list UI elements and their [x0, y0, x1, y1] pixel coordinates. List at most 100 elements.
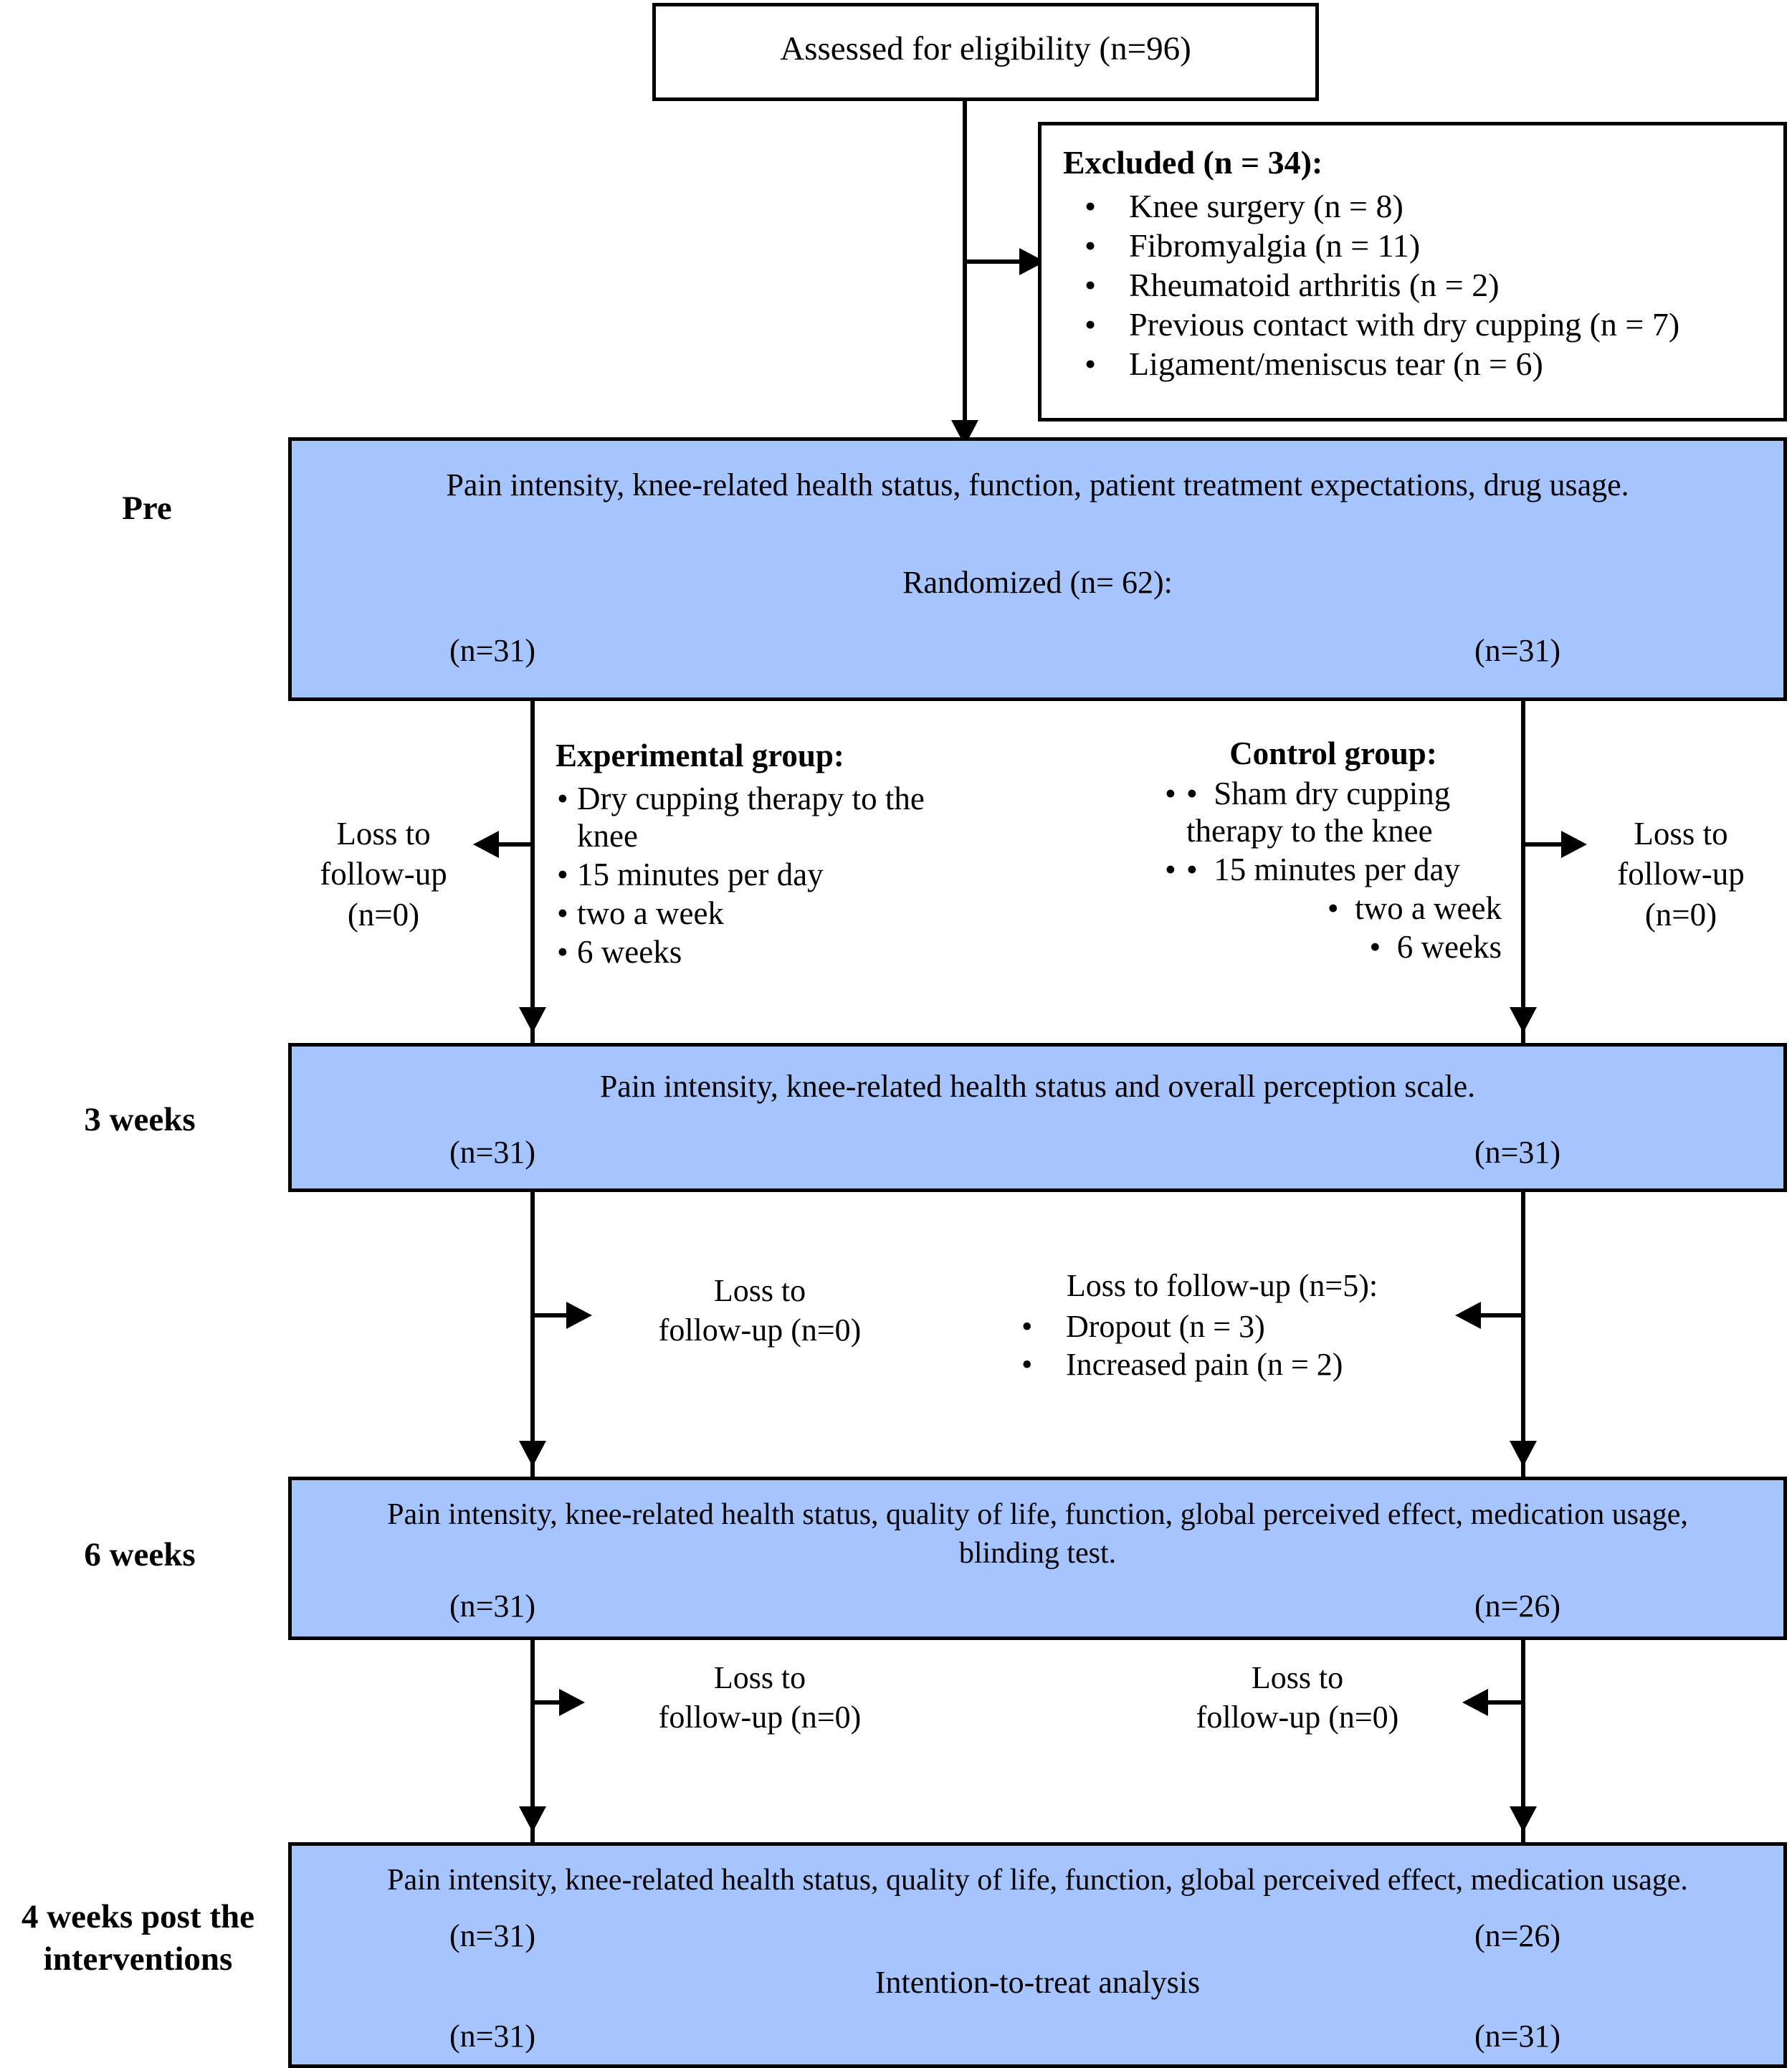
loss-label-line2: follow-up (n=0) — [658, 1700, 862, 1735]
loss-label-line3: (n=0) — [1644, 896, 1717, 933]
loss-label-line1: Loss to — [713, 1273, 806, 1308]
list-item-label: Sham dry cupping therapy to the knee — [1186, 776, 1451, 849]
stage-label-three-weeks: 3 weeks — [84, 1101, 196, 1138]
loss-left-connector-line — [480, 842, 535, 847]
eligibility-text: Assessed for eligibility (n=96) — [780, 30, 1191, 67]
three-weeks-box: Pain intensity, knee-related health stat… — [288, 1043, 1787, 1192]
list-item: Knee surgery (n = 8) — [1063, 187, 1679, 225]
six-to-final-right-line — [1521, 1640, 1525, 1844]
experimental-group-title: Experimental group: — [556, 738, 844, 773]
control-arm-arrowhead — [1510, 1007, 1537, 1033]
experimental-arm-arrowhead — [519, 1007, 546, 1033]
list-item: Previous contact with dry cupping (n = 7… — [1063, 305, 1679, 343]
loss-label-line1: Loss to — [336, 816, 431, 852]
final-measures: Pain intensity, knee-related health stat… — [387, 1864, 1688, 1897]
control-arm-line — [1521, 701, 1525, 1045]
loss-label-line1: Loss to — [1251, 1660, 1344, 1695]
final-right-n-bottom: (n=31) — [1474, 2019, 1561, 2054]
list-item: Fibromyalgia (n = 11) — [1063, 227, 1679, 265]
loss-right-six-weeks-line — [1484, 1700, 1521, 1705]
loss-left-six-weeks-arrowhead — [559, 1689, 585, 1716]
loss-right-arrowhead — [1561, 831, 1587, 858]
loss-label-line2: follow-up (n=0) — [1196, 1700, 1399, 1735]
three-to-six-left-line — [530, 1192, 535, 1479]
list-item: two a week — [1165, 890, 1502, 927]
three-weeks-left-n: (n=31) — [449, 1135, 536, 1170]
eligibility-to-randomization-line — [963, 101, 967, 497]
list-item: • 15 minutes per day — [1165, 851, 1502, 888]
list-item: two a week — [556, 895, 957, 932]
loss-right-six-weeks-arrowhead — [1462, 1689, 1488, 1716]
control-group-block: Control group: • Sham dry cupping therap… — [1165, 735, 1502, 967]
loss-to-followup-left-three-weeks: Loss to follow-up (n=0) — [602, 1271, 918, 1350]
loss-label-line1: Loss to — [713, 1660, 806, 1695]
loss-to-followup-right-randomization: Loss to follow-up (n=0) — [1588, 814, 1774, 935]
six-to-final-right-arrowhead — [1510, 1806, 1537, 1832]
control-group-list: • Sham dry cupping therapy to the knee •… — [1165, 775, 1502, 966]
three-weeks-right-n: (n=31) — [1474, 1135, 1561, 1170]
loss-label-line2: follow-up (n=0) — [658, 1312, 862, 1348]
stage-label-line2: interventions — [43, 1940, 233, 1978]
loss-label-line1: Loss to — [1634, 816, 1728, 852]
randomization-box: Pain intensity, knee-related health stat… — [288, 437, 1787, 701]
experimental-group-block: Experimental group: Dry cupping therapy … — [556, 735, 957, 972]
list-item: Rheumatoid arthritis (n = 2) — [1063, 266, 1679, 304]
randomization-count: Randomized (n= 62): — [902, 565, 1173, 600]
loss-left-six-weeks-line — [535, 1700, 572, 1705]
six-weeks-measures-line2: blinding test. — [958, 1537, 1117, 1570]
loss-right-three-weeks-arrowhead — [1455, 1302, 1481, 1329]
six-weeks-right-n: (n=26) — [1474, 1588, 1561, 1624]
loss-to-followup-left-randomization: Loss to follow-up (n=0) — [294, 814, 473, 935]
stage-label-four-weeks-post: 4 weeks post the interventions — [0, 1896, 280, 1981]
list-item: 15 minutes per day — [556, 856, 957, 893]
stage-label-six-weeks: 6 weeks — [84, 1536, 196, 1573]
final-left-n-bottom: (n=31) — [449, 2019, 536, 2054]
experimental-arm-line — [530, 701, 535, 1045]
three-to-six-right-arrowhead — [1510, 1441, 1537, 1467]
three-to-six-left-arrowhead — [519, 1441, 546, 1467]
randomization-measures: Pain intensity, knee-related health stat… — [446, 467, 1629, 502]
final-analysis-label: Intention-to-treat analysis — [874, 1965, 1201, 2000]
final-right-n-top: (n=26) — [1474, 1918, 1561, 1953]
excluded-box: Excluded (n = 34): Knee surgery (n = 8) … — [1038, 122, 1787, 421]
stage-label-line1: 4 weeks post the — [21, 1898, 255, 1935]
loss-left-arrowhead — [473, 831, 499, 858]
excluded-list: Knee surgery (n = 8) Fibromyalgia (n = 1… — [1063, 187, 1679, 384]
final-outcomes-box: Pain intensity, knee-related health stat… — [288, 1842, 1787, 2068]
list-item: 6 weeks — [556, 933, 957, 971]
list-item-label: two a week — [1355, 890, 1502, 926]
randomization-left-n: (n=31) — [449, 633, 536, 668]
loss-left-three-weeks-line — [535, 1313, 579, 1317]
final-left-n-top: (n=31) — [449, 1918, 536, 1953]
six-weeks-left-n: (n=31) — [449, 1588, 536, 1624]
list-item: 6 weeks — [1165, 928, 1502, 966]
loss-label-line2: follow-up — [320, 856, 447, 892]
stage-label-pre: Pre — [122, 490, 172, 527]
six-to-final-left-arrowhead — [519, 1806, 546, 1832]
list-item: Dropout (n = 3) — [1000, 1308, 1444, 1345]
loss-to-followup-left-six-weeks: Loss to follow-up (n=0) — [602, 1658, 918, 1737]
three-weeks-measures: Pain intensity, knee-related health stat… — [599, 1069, 1476, 1104]
list-item-label: 15 minutes per day — [1214, 852, 1460, 887]
loss-label-line3: (n=0) — [347, 896, 420, 933]
loss-right-connector-line — [1521, 842, 1576, 847]
loss-left-three-weeks-arrowhead — [566, 1302, 592, 1329]
six-weeks-box: Pain intensity, knee-related health stat… — [288, 1477, 1787, 1640]
excluded-branch-line — [967, 259, 1031, 264]
six-weeks-measures-line1: Pain intensity, knee-related health stat… — [387, 1498, 1688, 1531]
list-item-label: 6 weeks — [1396, 929, 1502, 965]
excluded-title: Excluded (n = 34): — [1063, 144, 1323, 181]
randomization-right-n: (n=31) — [1474, 633, 1561, 668]
list-item: • Sham dry cupping therapy to the knee — [1165, 775, 1502, 849]
eligibility-box: Assessed for eligibility (n=96) — [652, 3, 1319, 101]
loss-label-line2: follow-up — [1617, 856, 1745, 892]
loss-right-three-weeks-line — [1477, 1313, 1521, 1317]
list-item: Dry cupping therapy to the knee — [556, 780, 957, 854]
loss-right-title: Loss to follow-up (n=5): — [1066, 1268, 1378, 1303]
list-item: Increased pain (n = 2) — [1000, 1346, 1444, 1383]
experimental-group-list: Dry cupping therapy to the knee 15 minut… — [556, 780, 957, 971]
control-group-title: Control group: — [1229, 735, 1437, 771]
list-item: Ligament/meniscus tear (n = 6) — [1063, 345, 1679, 383]
loss-right-list: Dropout (n = 3) Increased pain (n = 2) — [1000, 1308, 1444, 1383]
